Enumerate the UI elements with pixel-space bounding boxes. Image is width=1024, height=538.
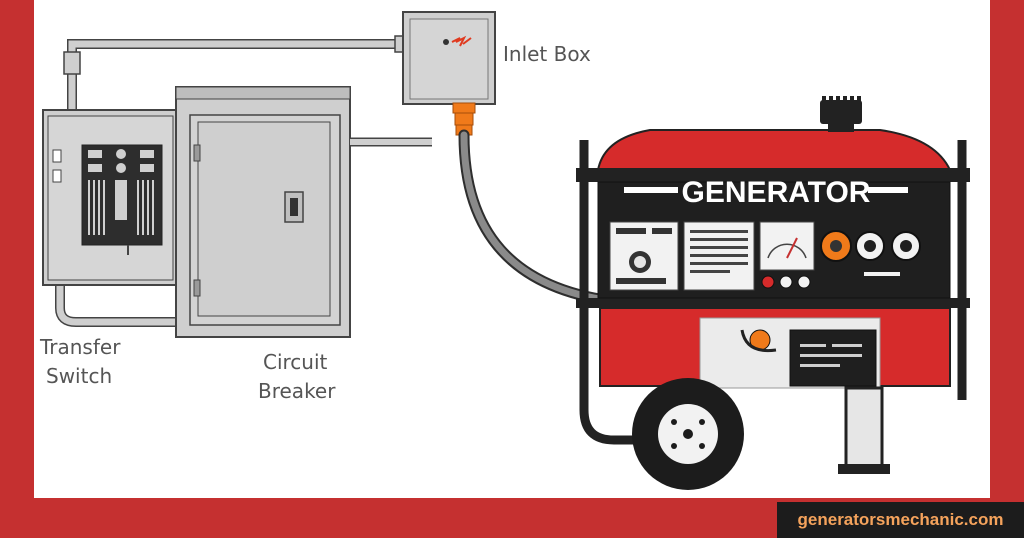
circuit-breaker-label-line1: Circuit [263,350,328,374]
website-footer: generatorsmechanic.com [777,502,1024,538]
inlet-box-label: Inlet Box [503,42,591,66]
generator [576,96,970,490]
generator-brand-text: GENERATOR [682,176,871,209]
inlet-box [402,11,496,136]
conduit-to-inlet [63,35,410,110]
circuit-breaker-label-line2: Breaker [258,379,336,403]
conduit-bottom [55,280,182,327]
website-link[interactable]: generatorsmechanic.com [797,510,1004,529]
transfer-switch-label-line2: Switch [46,364,113,388]
transfer-switch [42,109,179,286]
transfer-switch-label-line1: Transfer [40,335,121,359]
circuit-breaker-panel [175,86,351,338]
